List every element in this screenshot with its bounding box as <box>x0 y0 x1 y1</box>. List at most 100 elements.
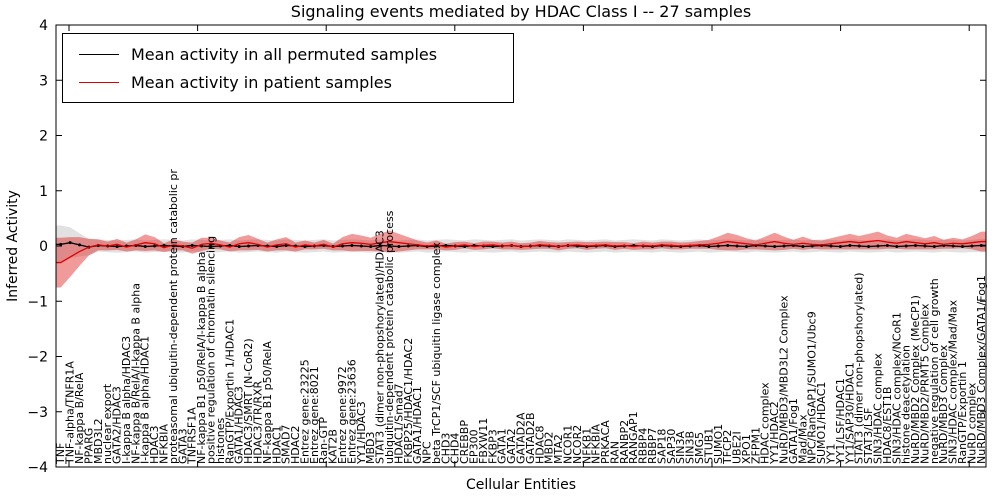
data-point-dot <box>932 245 936 249</box>
x-category-label: I-kappa B alpha/HDAC3 <box>120 336 133 464</box>
x-category-label: YY1/HDAC3 <box>355 401 368 465</box>
data-point-dot <box>143 245 147 249</box>
x-category-label: PPARG <box>82 428 95 464</box>
data-point-dot <box>876 244 880 248</box>
data-point-dot <box>303 245 307 249</box>
x-category-label: CHD4 <box>449 433 462 464</box>
x-category-label: STAT3/LSF <box>862 408 875 464</box>
data-point-dot <box>970 244 974 248</box>
x-category-label: TNF <box>54 443 67 465</box>
patient-line <box>56 239 986 264</box>
data-point-dot <box>68 241 72 245</box>
data-point-dot <box>162 243 166 247</box>
data-point-dot <box>378 243 382 247</box>
data-point-dot <box>726 243 730 247</box>
data-point-dot <box>763 244 767 248</box>
x-category-label: NFKBIA <box>590 423 603 464</box>
x-category-label: RAN <box>608 441 621 464</box>
x-category-label: GATA3 <box>176 428 189 464</box>
x-category-label: TNFRSF1A <box>186 407 199 465</box>
x-category-label: STUB1 <box>702 428 715 464</box>
x-category-label: GATAD2A <box>515 412 528 464</box>
x-category-label: FKBP3 <box>486 429 499 464</box>
x-category-label: Entrez gene:23225 <box>298 359 311 464</box>
data-point-dot <box>848 243 852 247</box>
legend: Mean activity in all permuted samples Me… <box>62 33 514 103</box>
data-point-dot <box>885 243 889 247</box>
data-point-dot <box>857 244 861 248</box>
data-point-dot <box>923 244 927 248</box>
x-category-label: XPO1 <box>740 434 753 464</box>
x-category-label: RBBP7 <box>646 428 659 464</box>
data-point-dot <box>444 243 448 247</box>
data-point-dot <box>707 245 711 249</box>
x-category-label: RANBP2 <box>618 420 631 464</box>
data-point-dot <box>77 243 81 247</box>
x-category-label: NuRD/MBD3 Complex/GATA1/Fog1 <box>975 275 988 464</box>
x-category-label: CHD3 <box>439 433 452 464</box>
x-category-label: SMG5 <box>693 432 706 464</box>
x-category-label: GATA1/Fog1 <box>787 398 800 464</box>
data-point-dot <box>247 244 251 248</box>
x-category-label: HDAC3 <box>148 425 161 464</box>
x-category-label: NFKBIA <box>158 423 171 464</box>
x-category-label: NuRD/MBD3 Complex <box>937 344 950 464</box>
x-category-label: HDAC complex <box>759 382 772 464</box>
x-category-label: Entrez gene:23636 <box>345 359 358 464</box>
data-point-dot <box>153 244 157 248</box>
x-category-label: NF-kappa B/RelA/I-kappa B alpha <box>129 283 142 464</box>
data-point-dot <box>491 245 495 249</box>
x-category-label: SIN3/HDAC complex/Mad/Max <box>947 299 960 464</box>
x-category-label: SIN3A <box>674 431 687 464</box>
x-category-label: RanGTP/Exportin 1 <box>956 361 969 464</box>
x-category-label: YY1/HDAC2 <box>768 401 781 465</box>
x-category-label: HDAC3/SMRT (N-CoR2) <box>242 338 255 464</box>
x-category-label: SMAD7 <box>280 425 293 464</box>
x-category-label: proteasomal ubiquitin-dependent protein … <box>167 169 180 464</box>
x-category-label: histones <box>214 417 227 464</box>
x-category-label: RBBP4 <box>637 428 650 464</box>
data-point-dot <box>782 244 786 248</box>
x-category-label: SIN3/HDAC complex/NCoR1 <box>890 312 903 464</box>
x-category-label: MBD3 <box>364 431 377 464</box>
data-point-dot <box>904 244 908 248</box>
x-category-label: CREBBP <box>458 420 471 464</box>
x-category-label: EP300 <box>468 429 481 464</box>
x-category-label: STAT3 (dimer non-phopshorylated) <box>853 272 866 464</box>
y-tick-label: 0 <box>39 239 48 255</box>
data-point-dot <box>810 244 814 248</box>
y-tick-label: 3 <box>39 73 48 89</box>
y-tick-label: 4 <box>39 18 48 34</box>
data-point-dot <box>209 245 213 249</box>
x-category-label: NFKB1 <box>580 428 593 464</box>
x-category-label: nuclear export <box>101 383 114 464</box>
data-point-dot <box>237 245 241 249</box>
x-category-label: NuRD complex <box>965 382 978 464</box>
x-category-label: SAP18 <box>655 429 668 464</box>
data-point-dot <box>838 245 842 249</box>
x-category-label: Entrez gene:9972 <box>336 366 349 464</box>
y-tick-label: −2 <box>27 350 48 366</box>
x-category-label: ZFPM1 <box>749 427 762 464</box>
data-point-dot <box>914 243 918 247</box>
x-category-label: GATA1/HDAC3 <box>233 386 246 464</box>
x-category-label: MTA2 <box>552 434 565 464</box>
x-category-label: GATA2/HDAC3 <box>111 386 124 464</box>
x-category-label: beta TrCP1/SCF ubiquitin ligase complex <box>430 242 443 464</box>
data-point-dot <box>463 245 467 249</box>
x-category-label: NCOR1 <box>561 425 574 464</box>
data-point-dot <box>406 244 410 248</box>
x-category-label: HDAC3/TR/RXR <box>251 380 264 464</box>
x-category-label: ubiquitin-dependent protein catabolic pr… <box>383 210 396 464</box>
y-tick-label: 1 <box>39 184 48 200</box>
x-category-label: Mad/Max <box>796 414 809 464</box>
y-tick-label: 2 <box>39 129 48 145</box>
x-category-label: SAP30 <box>665 429 678 464</box>
x-category-label: HDAC8/EST1B <box>881 387 894 464</box>
data-point-dot <box>359 244 363 248</box>
data-point-dot <box>59 242 63 246</box>
x-category-label: YY1/LSF/HDAC1 <box>834 378 847 465</box>
data-point-dot <box>773 245 777 249</box>
x-category-label: MBD3L2 <box>92 418 105 464</box>
x-category-label: GATA1/HDAC1 <box>411 386 424 464</box>
